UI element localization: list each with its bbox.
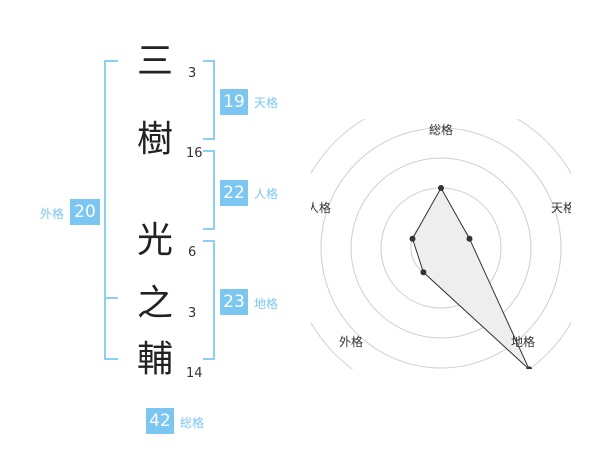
radar-point-tenkaku [466, 235, 473, 242]
radar-label-tenkaku: 天格 [551, 200, 571, 215]
stroke-count-1: 3 [188, 66, 197, 81]
radar-point-soukaku [438, 185, 444, 191]
name-char-5: 輔 [136, 339, 173, 380]
name-char-3: 光 [136, 220, 173, 261]
soukaku-label: 総格 [180, 416, 205, 430]
radar-points [409, 185, 533, 369]
stroke-count-5: 14 [186, 366, 203, 381]
radar-chart: 総格 天格 地格 外格 人格 [311, 119, 571, 369]
radar-ring-3 [350, 157, 532, 339]
radar-point-chikaku [526, 366, 533, 369]
name-char-1: 三 [136, 41, 173, 82]
tenkaku-value: 19 [220, 89, 248, 115]
jinkaku-label: 人格 [254, 187, 279, 201]
name-char-2: 樹 [136, 119, 173, 160]
radar-polygon [411, 186, 530, 369]
tenkaku-label: 天格 [254, 96, 279, 110]
radar-point-gaikaku [420, 269, 427, 276]
gaikaku-label: 外格 [40, 207, 65, 221]
radar-label-soukaku: 総格 [429, 122, 453, 137]
chikaku-label: 地格 [254, 297, 279, 311]
gaikaku-value: 20 [70, 199, 100, 225]
stroke-count-3: 6 [188, 245, 197, 260]
radar-label-chikaku: 地格 [511, 334, 535, 349]
radar-label-gaikaku: 外格 [339, 334, 363, 349]
name-char-4: 之 [136, 283, 173, 324]
chikaku-value: 23 [220, 289, 248, 315]
stroke-count-2: 16 [186, 146, 203, 161]
radar-label-jinkaku: 人格 [311, 200, 331, 215]
radar-point-jinkaku [409, 235, 416, 242]
soukaku-value: 42 [146, 408, 174, 434]
stroke-count-4: 3 [188, 306, 197, 321]
radar-ring-4 [320, 127, 562, 369]
jinkaku-value: 22 [220, 180, 248, 206]
